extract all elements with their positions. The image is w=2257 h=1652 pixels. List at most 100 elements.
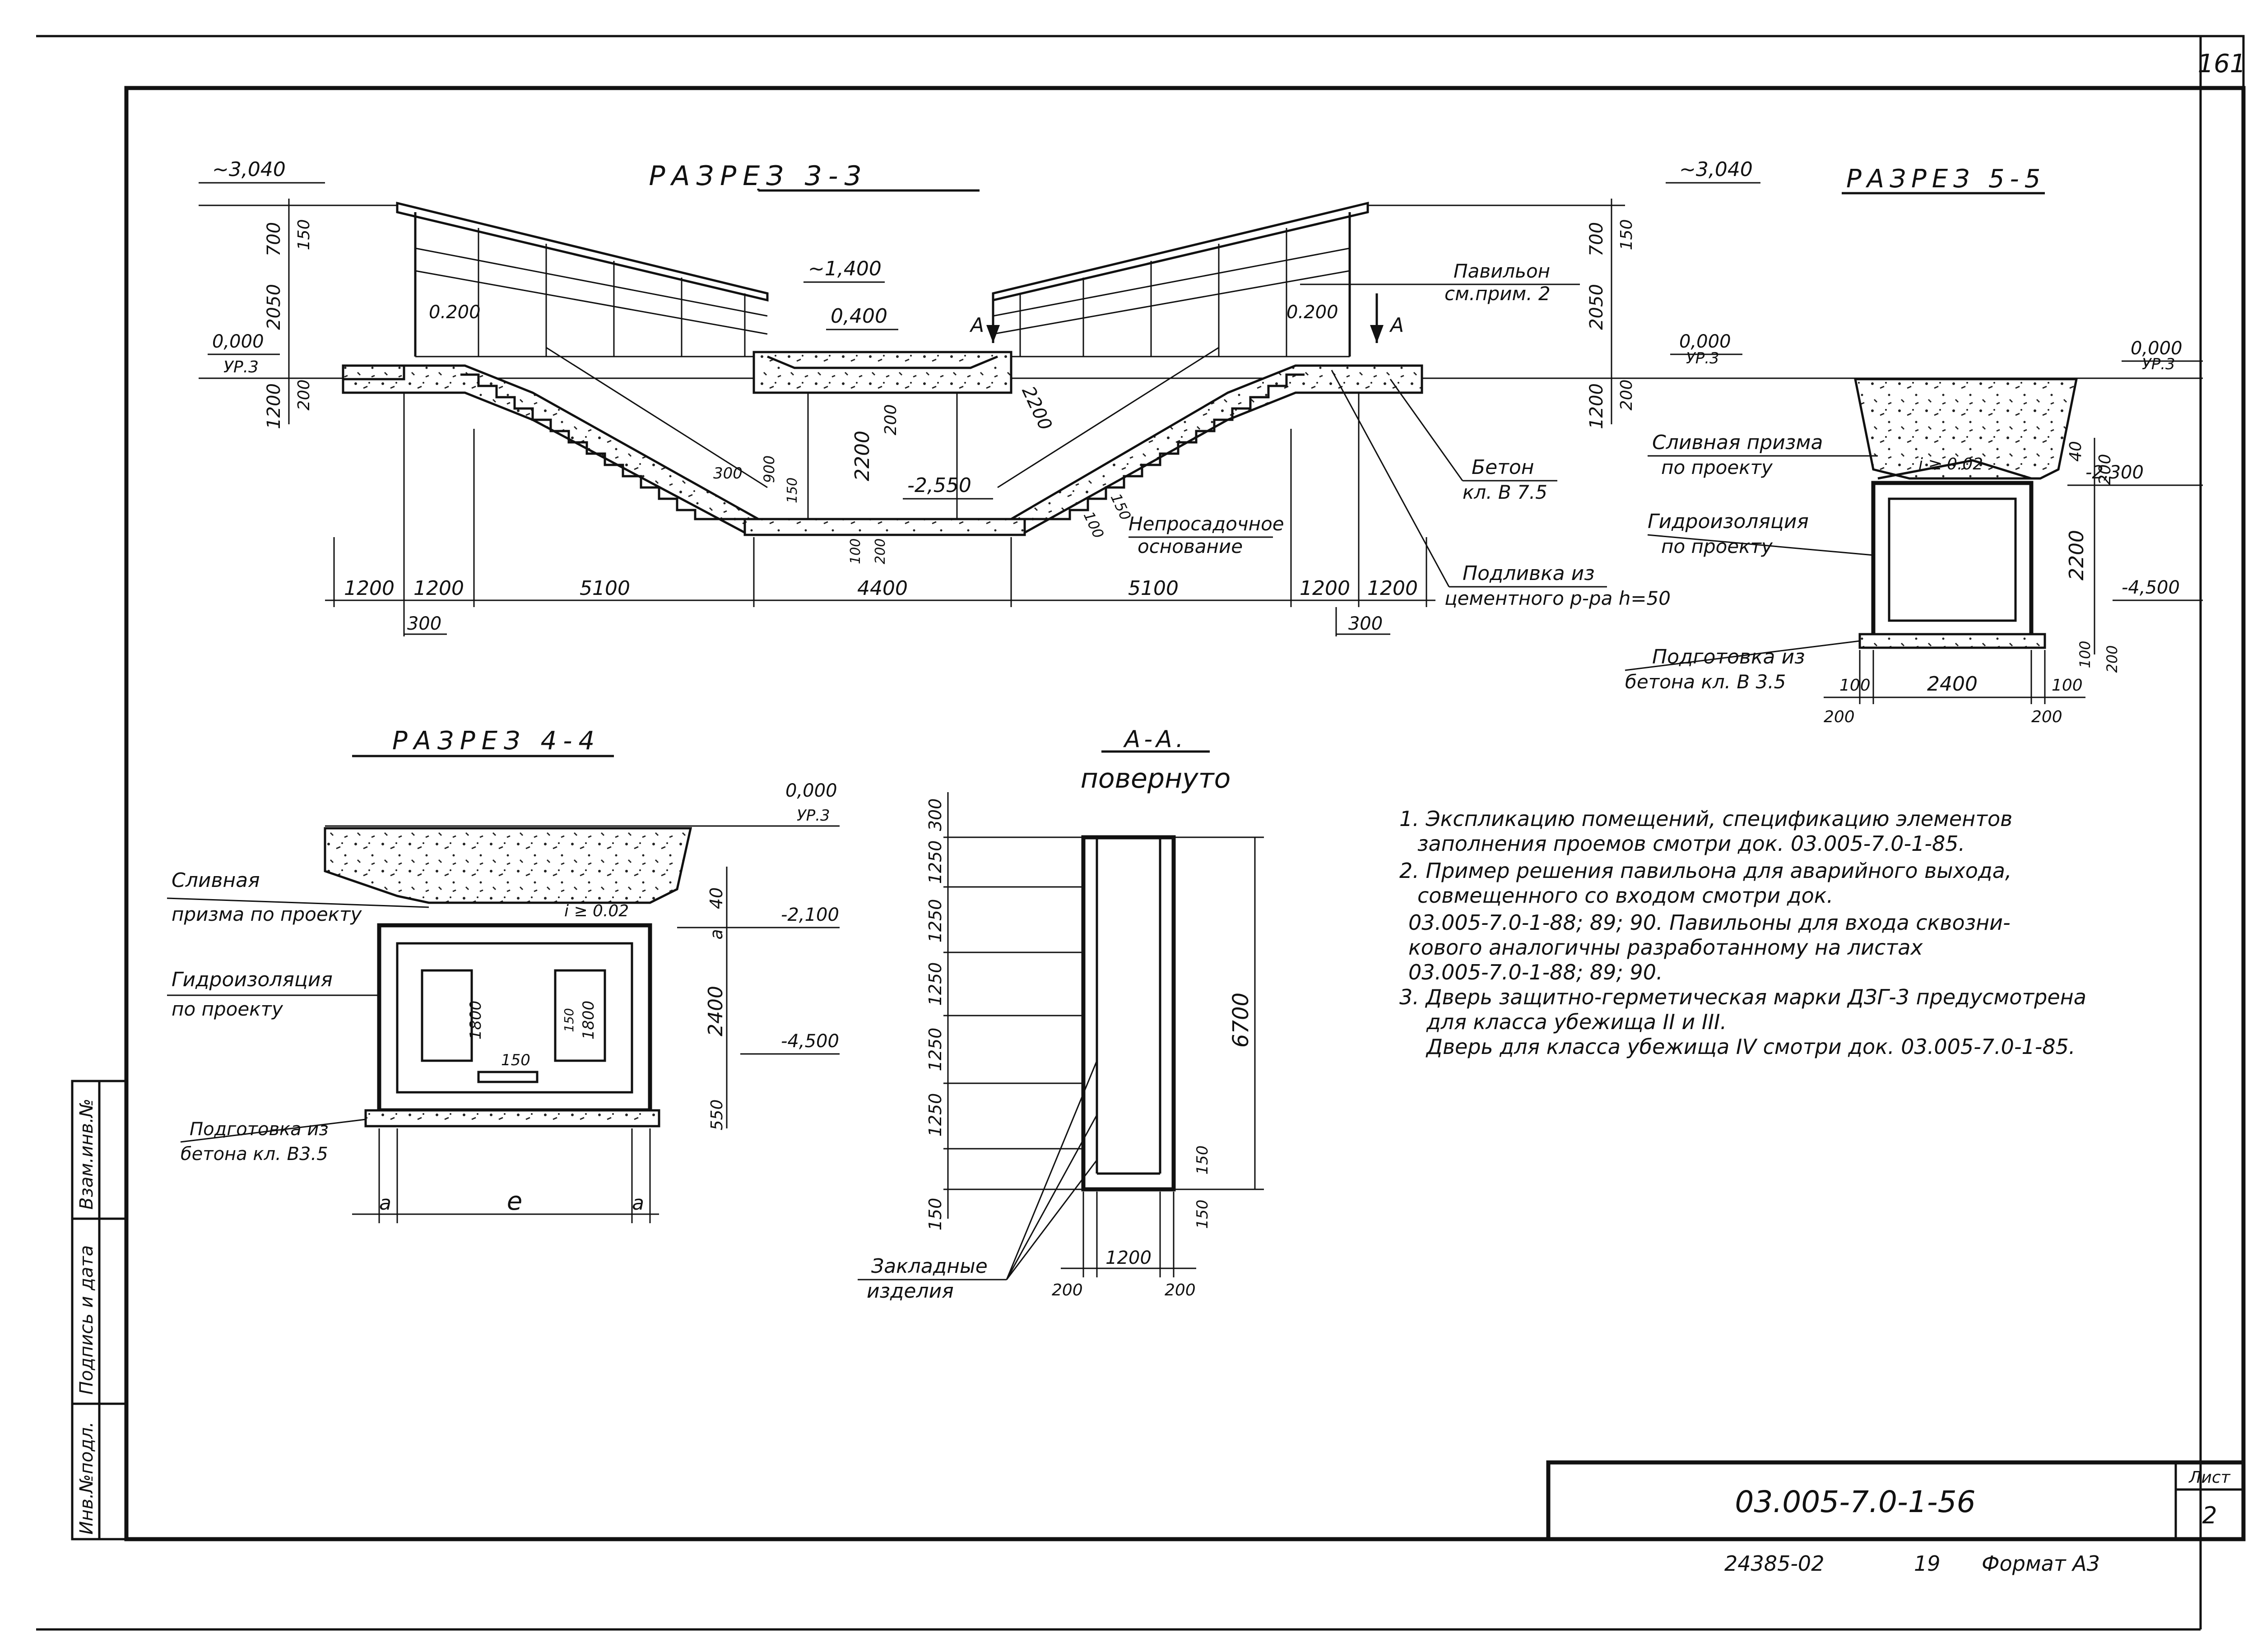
note-prism: Сливная призма — [1652, 431, 1823, 454]
dim-label: 700 — [264, 222, 284, 256]
section-4-4-title: РАЗРЕЗ 4-4 — [392, 726, 601, 756]
section-3-3-title: РАЗРЕЗ 3-3 — [649, 160, 868, 192]
section-3-3-center-marks: ~1,400 0,400 2200 200 2200 -2,550 300 90… — [713, 257, 1404, 564]
dim-label: 1200 — [1367, 577, 1418, 600]
dim-label: 300 — [407, 613, 441, 634]
note-pavilion: Павильон — [1454, 260, 1550, 282]
dim-label: 40 — [706, 887, 726, 909]
section-5-5-title: РАЗРЕЗ 5-5 — [1846, 164, 2046, 194]
concrete-prep — [364, 1109, 660, 1128]
section-a-a: А-А. повернуто 300 1250 1250 1250 1250 1… — [858, 726, 1264, 1303]
dim-label: a — [379, 1192, 391, 1215]
sheet-no: 2 — [2202, 1502, 2217, 1529]
drawing-frame — [124, 86, 2246, 1541]
dim-label: 150 — [785, 478, 800, 503]
note-concrete-class: кл. В 7.5 — [1463, 481, 1547, 503]
dim-label: 2400 — [704, 986, 727, 1036]
door-sill — [477, 1071, 539, 1083]
note-base-2: основание — [1138, 535, 1243, 557]
section-3-3-right-dims: ~3,040 700 150 2050 200 1200 0.200 — [1286, 158, 1760, 429]
dim-label: 1200 — [264, 383, 284, 429]
level-mark-sub: УР.3 — [797, 807, 830, 825]
concrete-prep — [1858, 633, 2046, 649]
dim-label: 200 — [1824, 708, 1855, 726]
level-mark-sub: УР.3 — [1686, 349, 1719, 367]
level-mark: ~3,040 — [1679, 158, 1753, 181]
concrete-fill-left-top — [342, 364, 405, 381]
footer-order: 24385-02 — [1724, 1551, 1824, 1576]
footer-format: Формат А3 — [1982, 1551, 2100, 1576]
note-line: 03.005-7.0-1-88; 89; 90. — [1408, 960, 1663, 984]
sheet-frame: 161 — [36, 35, 2246, 1631]
dim-label: 6700 — [1228, 993, 1254, 1048]
slope-label: i ≥ 0.02 — [1918, 455, 1983, 473]
level-mark: ~3,040 — [212, 158, 286, 181]
dim-label: 200 — [882, 404, 900, 436]
section-3-3-bottom-dims: 1200 1200 5100 4400 5100 1200 1200 300 3… — [325, 537, 1435, 636]
footer: 24385-02 19 Формат А3 — [1724, 1551, 2100, 1576]
soil-fill — [1853, 378, 2078, 480]
dim-label: 200 — [295, 380, 313, 411]
dim-label: 1250 — [925, 1028, 945, 1072]
dim-label: 5100 — [1128, 577, 1179, 600]
note-prism-2: призма по проекту — [172, 903, 362, 925]
dim-label: 200 — [1617, 380, 1636, 411]
dim-label: 300 — [713, 464, 743, 483]
note-grout: Подливка из — [1463, 562, 1595, 585]
level-mark: 0.200 — [429, 302, 481, 323]
level-mark-sub: УР.3 — [2142, 355, 2175, 373]
section-3-3-notes: Павильон см.прим. 2 Бетон кл. В 7.5 Непр… — [1128, 260, 1671, 609]
note-line: Дверь для класса убежища IV смотри док. … — [1426, 1035, 2076, 1059]
dim-label: 200 — [2031, 708, 2062, 726]
door-right — [554, 969, 606, 1062]
level-mark: 0,000 — [212, 331, 264, 352]
aa-panel — [1081, 835, 1176, 1192]
slope-label: i ≥ 0.02 — [564, 902, 629, 920]
side-stamp: Инв.№подл. Подпись и дата Взам.инв.№ — [71, 1080, 128, 1541]
note-embedded: Закладные — [871, 1255, 988, 1278]
dim-label: 1200 — [413, 577, 464, 600]
note-waterproofing-2: по проекту — [172, 998, 283, 1020]
dim-label: 1800 — [580, 1001, 598, 1040]
note-concrete: Бетон — [1472, 456, 1534, 479]
concrete-fill-left — [342, 364, 765, 534]
note-prep-2: бетона кл. В3.5 — [181, 1144, 328, 1165]
dim-label: 2050 — [264, 284, 284, 330]
pavilion-frame-right — [993, 212, 1351, 357]
concrete-fill-right — [1005, 364, 1423, 534]
note-line: 3. Дверь защитно-герметическая марки ДЗГ… — [1399, 985, 2086, 1009]
note-line: совмещенного со входом смотри док. — [1417, 883, 1833, 908]
level-mark: -2,100 — [781, 905, 839, 925]
dim-label: 2200 — [2065, 530, 2088, 580]
bottom-slab — [743, 518, 1026, 536]
note-line: 03.005-7.0-1-88; 89; 90. Павильоны для в… — [1408, 910, 2011, 935]
pavilion-roof-right — [992, 201, 1369, 302]
note-prep-2: бетона кл. В 3.5 — [1625, 671, 1786, 693]
note-grout-2: цементного р-ра h=50 — [1444, 587, 1671, 609]
dim-label: 1200 — [1586, 383, 1607, 429]
note-pavilion-ref: см.прим. 2 — [1444, 283, 1551, 305]
sheet-label: Лист — [2188, 1468, 2230, 1487]
note-prep: Подготовка из — [190, 1119, 329, 1140]
dim-label: 200 — [2096, 454, 2114, 485]
dim-label: 900 — [761, 455, 778, 483]
stamp-cell-2: Подпись и дата — [76, 1245, 97, 1395]
dim-label: 2050 — [1586, 284, 1607, 330]
pavilion-frame-left — [414, 212, 768, 357]
door-left — [421, 969, 473, 1062]
level-mark: 0.200 — [1286, 302, 1338, 323]
sheet-number: 161 — [2198, 49, 2246, 79]
cut-marker-a: А — [1389, 314, 1404, 337]
level-mark: 0,000 — [1679, 331, 1731, 352]
section-a-a-subtitle: повернуто — [1081, 763, 1231, 794]
dim-label: 200 — [873, 538, 888, 564]
dim-label: 100 — [2076, 640, 2094, 668]
section-5-5: РАЗРЕЗ 5-5 0,000 УР.3 0,000 УР.3 i ≥ 0.0… — [1625, 164, 2203, 726]
footer-num: 19 — [1914, 1551, 1941, 1576]
note-embedded-2: изделия — [867, 1280, 954, 1303]
section-4-4: РАЗРЕЗ 4-4 0,000 УР.3 i ≥ 0.02 1800 1800… — [167, 726, 840, 1223]
note-waterproofing: Гидроизоляция — [1648, 510, 1809, 533]
note-prism: Сливная — [172, 869, 260, 892]
dim-label: e — [507, 1187, 522, 1216]
soil-fill — [324, 827, 692, 904]
